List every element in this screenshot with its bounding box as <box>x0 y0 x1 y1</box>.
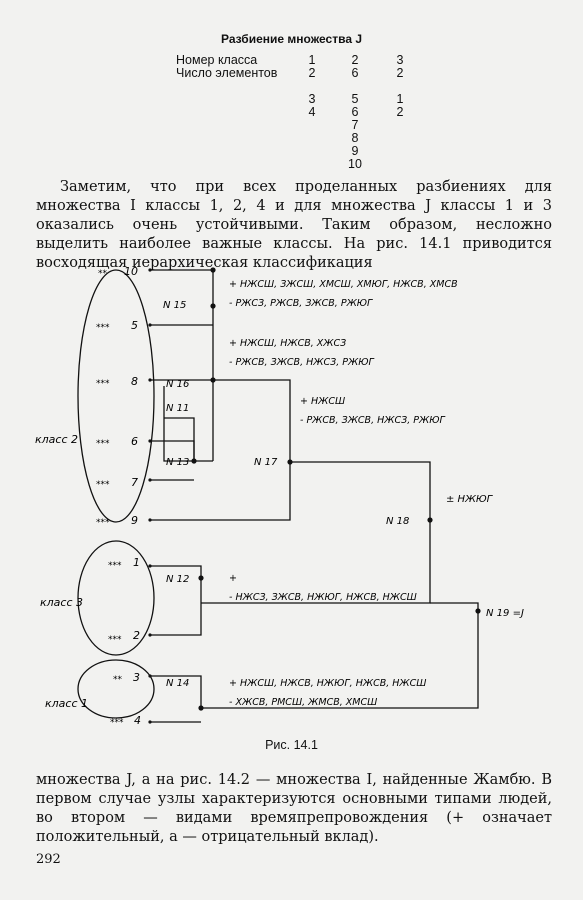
node-label: N 14 <box>166 678 189 689</box>
element-cell: 5 <box>351 92 359 106</box>
element-cell: 9 <box>351 144 359 158</box>
body-paragraph: Заметим, что при всех проделанных разбие… <box>36 179 552 271</box>
leaf-stars: *** <box>108 561 122 571</box>
node-label: N 12 <box>166 574 189 585</box>
node-annotation: - РЖСВ, ЗЖСВ, НЖСЗ, РЖЮГ <box>229 357 374 368</box>
leaf-stars: *** <box>108 635 122 645</box>
leaf-stars: *** <box>110 718 124 728</box>
node-label: N 17 <box>254 457 278 468</box>
leaf-number: 9 <box>131 514 138 527</box>
node-annotation: + НЖСШ, ЗЖСШ, ХМСШ, ХМЮГ, НЖСВ, ХМСВ <box>229 279 458 290</box>
class1-ellipse <box>77 659 155 719</box>
node-label: N 13 <box>166 457 189 468</box>
leaf-stars: *** <box>96 480 110 490</box>
figure-caption: Рис. 14.1 <box>265 738 318 752</box>
element-cell: 2 <box>396 105 404 119</box>
leaf-number: 5 <box>131 319 138 332</box>
leaf-stars: *** <box>96 379 110 389</box>
figure-14-1: класс 2 класс 3 класс 1 ** 10 *** 5 *** … <box>35 265 524 728</box>
class-label: класс 3 <box>40 596 83 609</box>
class-number-cell: 2 <box>351 53 359 67</box>
element-count-cell: 2 <box>396 66 404 80</box>
node-label: N 19 =J <box>486 608 524 619</box>
class-label: класс 1 <box>45 697 88 710</box>
node-annotation: - РЖСВ, ЗЖСВ, НЖСЗ, РЖЮГ <box>300 415 445 426</box>
element-cell: 1 <box>396 92 404 106</box>
node-annotation: - НЖСЗ, ЗЖСВ, НЖЮГ, НЖСВ, НЖСШ <box>229 592 417 603</box>
leaf-stars: *** <box>96 518 110 528</box>
node-annotation: + НЖСШ, НЖСВ, НЖЮГ, НЖСВ, НЖСШ <box>229 678 426 689</box>
leaf-stars: *** <box>96 323 110 333</box>
node-label: N 18 <box>386 516 409 527</box>
class2-ellipse <box>77 269 155 523</box>
element-cell: 7 <box>351 118 359 132</box>
element-cell: 4 <box>308 105 316 119</box>
element-cell: 6 <box>351 105 359 119</box>
element-count-cell: 2 <box>308 66 316 80</box>
node-annotation: ± НЖЮГ <box>446 494 494 505</box>
leaf-number: 1 <box>133 556 140 569</box>
node-annotation: + НЖСШ <box>300 396 345 407</box>
body-paragraph: множества J, а на рис. 14.2 — множества … <box>36 772 552 845</box>
leaf-number: 6 <box>131 435 138 448</box>
leaf-number: 2 <box>133 629 140 642</box>
leaf-stars: ** <box>113 675 123 685</box>
node-annotation: + НЖСШ, НЖСВ, ХЖСЗ <box>229 338 346 349</box>
class-number-cell: 3 <box>396 53 404 67</box>
leaf-number: 8 <box>131 375 138 388</box>
node-annotation: + <box>229 573 237 584</box>
leaf-number: 10 <box>124 265 138 278</box>
node-annotation: - ХЖСВ, РМСШ, ЖМСВ, ХМСШ <box>229 697 377 708</box>
node-label: N 11 <box>166 403 189 414</box>
node-label: N 15 <box>163 300 186 311</box>
row-label-element-count: Число элементов <box>176 66 278 80</box>
leaf-stars: ** <box>98 269 108 279</box>
leaf-number: 3 <box>133 671 140 684</box>
row-label-class-number: Номер класса <box>176 53 258 67</box>
element-cell: 3 <box>308 92 316 106</box>
element-count-cell: 6 <box>351 66 359 80</box>
class-label: класс 2 <box>35 433 78 446</box>
element-cell: 8 <box>351 131 359 145</box>
leaf-stars: *** <box>96 439 110 449</box>
page-number: 292 <box>36 852 61 867</box>
leaf-number: 7 <box>131 476 138 489</box>
element-cell: 10 <box>348 157 362 171</box>
table-title: Разбиение множества J <box>220 32 363 46</box>
node-annotation: - РЖСЗ, РЖСВ, ЗЖСВ, РЖЮГ <box>229 298 373 309</box>
class-number-cell: 1 <box>308 53 316 67</box>
node-label: N 16 <box>166 379 189 390</box>
leaf-number: 4 <box>134 714 141 727</box>
class3-ellipse <box>77 540 155 656</box>
